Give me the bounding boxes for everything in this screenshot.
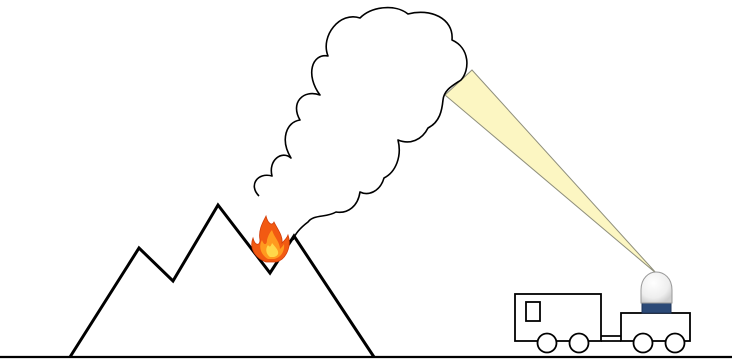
wheel-2: [570, 334, 589, 353]
wheel-1: [538, 334, 557, 353]
dome-base: [642, 302, 671, 313]
lidar-beam: [445, 70, 657, 274]
wheel-3: [634, 334, 653, 353]
wheel-4: [666, 334, 685, 353]
mountain: [70, 205, 374, 357]
fire-icon: [252, 216, 289, 262]
dome-cap: [641, 272, 672, 303]
truck-window: [526, 302, 540, 321]
lidar-sensor-dome: [641, 272, 672, 313]
smoke-plume: [254, 8, 467, 240]
